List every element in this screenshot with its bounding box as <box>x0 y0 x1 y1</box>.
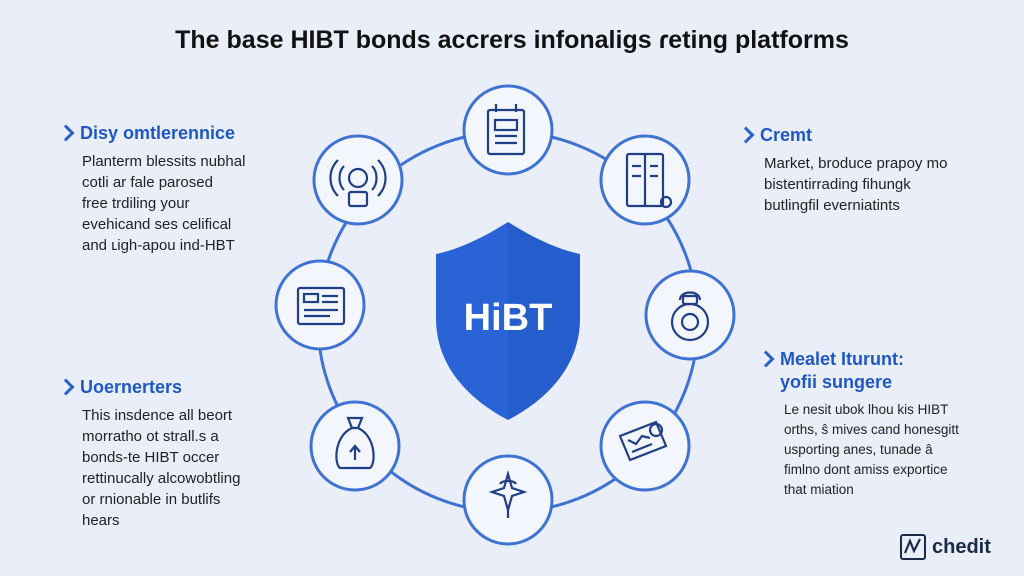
panel-line: butlingfil everniatints <box>764 197 900 214</box>
panel-line: free trdiling your <box>82 195 190 212</box>
panel-line: usporting anes, tunade â <box>784 442 933 457</box>
chevron-right-icon <box>57 124 75 142</box>
panel-line: evehicand ses celifical <box>82 216 232 233</box>
panel-line: rettinucally alcowobtling <box>82 470 241 487</box>
hub-shield: HiBT <box>436 222 580 420</box>
node-token <box>644 269 736 361</box>
node-money-bag <box>309 400 401 492</box>
chevron-right-icon <box>737 126 755 144</box>
panel-line: hears <box>82 512 120 529</box>
panel-body: Planterm blessits nubhal cotli ar fale p… <box>82 151 245 256</box>
panel-line: Planterm blessits nubhal <box>82 153 246 170</box>
panel-line: bistentirrading fihungk <box>764 176 911 193</box>
panel-heading: Cremt <box>760 125 813 145</box>
document-icon <box>486 104 526 156</box>
node-signal-user <box>312 134 404 226</box>
chevron-right-icon <box>57 378 75 396</box>
dashboard-screen-icon <box>296 286 346 326</box>
panel-body: This insdence all beort morratho ot stra… <box>82 405 240 531</box>
panel-line: orths, ŝ mives cand honesgitt <box>784 422 959 437</box>
panel-line: cotli ar fale parosed <box>82 174 213 191</box>
chevron-right-icon <box>757 350 775 368</box>
panel-bottom-left: Uoernerters This insdence all beort morr… <box>57 376 240 531</box>
panel-line: or rnionable in butlifs <box>82 491 221 508</box>
ledger-book-icon <box>625 152 673 209</box>
panel-heading: Disy omtlerennice <box>80 123 236 143</box>
signal-user-icon <box>329 159 387 208</box>
coin-token-icon <box>670 291 710 342</box>
chart-ticket-icon <box>618 420 668 462</box>
panel-line: morratho ot strall.s a <box>82 428 219 445</box>
panel-body: Le nesit ubok lhou kis HIBT orths, ŝ miv… <box>784 400 959 500</box>
panel-line: that miation <box>784 482 854 497</box>
money-bag-icon <box>335 416 375 470</box>
page-title: The base HIBT bonds accrers infonaligs ɾ… <box>175 26 849 54</box>
panel-line: fimlno dont amiss exportice <box>784 462 948 477</box>
panel-top-left: Disy omtlerennice Planterm blessits nubh… <box>57 122 245 256</box>
panel-bottom-right: Mealet Iturunt: yofii sungere Le nesit u… <box>757 348 959 500</box>
panel-heading-line: yofii sungere <box>780 372 893 392</box>
brand-logo: chedit <box>900 534 991 560</box>
panel-heading-line: Mealet Iturunt: <box>780 349 904 369</box>
logo-text: chedit <box>932 535 991 558</box>
node-chart-ticket <box>599 400 691 492</box>
panel-line: bonds-te HIBT occer <box>82 449 220 466</box>
node-document <box>462 84 554 176</box>
panel-line: and ʟigh-apou ind-HBT <box>82 237 235 254</box>
panel-top-right: Cremt Market, broduce prapoy mo bistenti… <box>737 124 947 216</box>
node-ledger <box>599 134 691 226</box>
hub-label: HiBT <box>464 297 553 339</box>
panel-line: Market, broduce prapoy mo <box>764 155 948 172</box>
panel-body: Market, broduce prapoy mo bistentirradin… <box>764 153 947 216</box>
panel-line: This insdence all beort <box>82 407 233 424</box>
node-dashboard <box>274 259 366 351</box>
panel-heading: Mealet Iturunt: yofii sungere <box>780 348 904 394</box>
logo-mark-icon <box>900 534 926 560</box>
panel-heading: Uoernerters <box>80 377 183 397</box>
panel-line: Le nesit ubok lhou kis HIBT <box>784 402 949 417</box>
node-compass <box>462 454 554 546</box>
compass-icon <box>488 469 528 518</box>
